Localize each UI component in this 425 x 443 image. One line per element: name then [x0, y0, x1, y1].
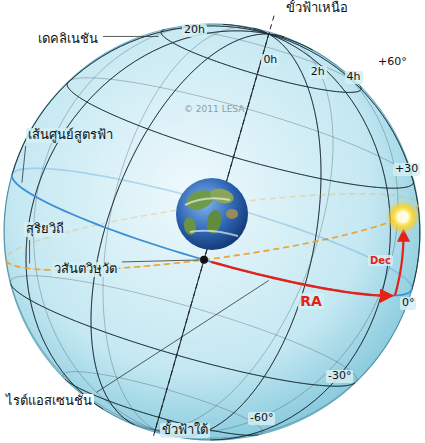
hour-label: 4h: [345, 71, 363, 84]
cloud-streak: [185, 198, 238, 236]
declination-circle: [11, 284, 355, 386]
degree-label: +30: [393, 163, 420, 176]
leader-line: [22, 146, 26, 183]
degree-label: +60°: [376, 56, 409, 69]
ra-label: RA: [298, 293, 324, 309]
sun-core: [397, 211, 409, 223]
earth-continents: [183, 186, 238, 236]
hour-label: 2h: [309, 66, 327, 79]
hour-label: 0h: [261, 54, 279, 67]
continent-shape: [226, 209, 238, 219]
pole-label: ขั้วฟ้าใต้: [160, 423, 210, 438]
earth-globe: [176, 178, 248, 250]
hour-circle-back: [91, 34, 333, 430]
continent-shape: [209, 186, 236, 206]
hour-circle-back: [4, 26, 420, 438]
declination-circle: [67, 82, 414, 188]
hour-circle-back: [34, 24, 391, 440]
leader-line: [29, 240, 30, 264]
sun-glow: [386, 200, 420, 234]
declination-circle-back: [161, 29, 361, 93]
degree-label: -30°: [326, 370, 353, 383]
hour-circle: [176, 28, 321, 437]
right-ascension-label: ไรต์แอสเซนชัน: [4, 394, 94, 409]
degree-label: -60°: [248, 412, 275, 425]
leader-line: [122, 260, 199, 262]
pole-label: ขั้วฟ้าเหนือ: [284, 1, 350, 16]
celestial-equator-line: [12, 175, 412, 296]
hour-label: 20h: [182, 24, 207, 37]
copyright-watermark: © 2011 LESA: [182, 104, 246, 114]
declination-label: เดคลิเนชัน: [36, 32, 100, 47]
leader-line: [97, 280, 269, 392]
celestial-sphere: [4, 24, 420, 440]
declination-circle-back: [67, 78, 414, 188]
degree-label: 0°: [400, 297, 417, 310]
hour-circle-back: [26, 31, 398, 433]
continent-shape: [183, 216, 198, 236]
hour-circle-back: [103, 27, 321, 437]
right-ascension-arrow: [211, 262, 391, 296]
vernal-equinox-dot: [200, 256, 208, 264]
celestial-equator-line-back: [12, 168, 412, 295]
leader-line: [103, 36, 159, 37]
vernal-equinox-label: วสันตวิษุวัต: [52, 262, 119, 277]
hour-circle: [91, 34, 285, 425]
ecliptic-label: สุริยวิถี: [24, 222, 66, 237]
dec-label: Dec: [368, 255, 393, 267]
declination-arrow: [395, 231, 404, 295]
equator-label: เส้นศูนย์สูตรฟ้า: [26, 128, 115, 143]
polar-axis: [154, 13, 275, 436]
hour-circle: [12, 26, 420, 289]
declination-circle: [161, 30, 361, 93]
